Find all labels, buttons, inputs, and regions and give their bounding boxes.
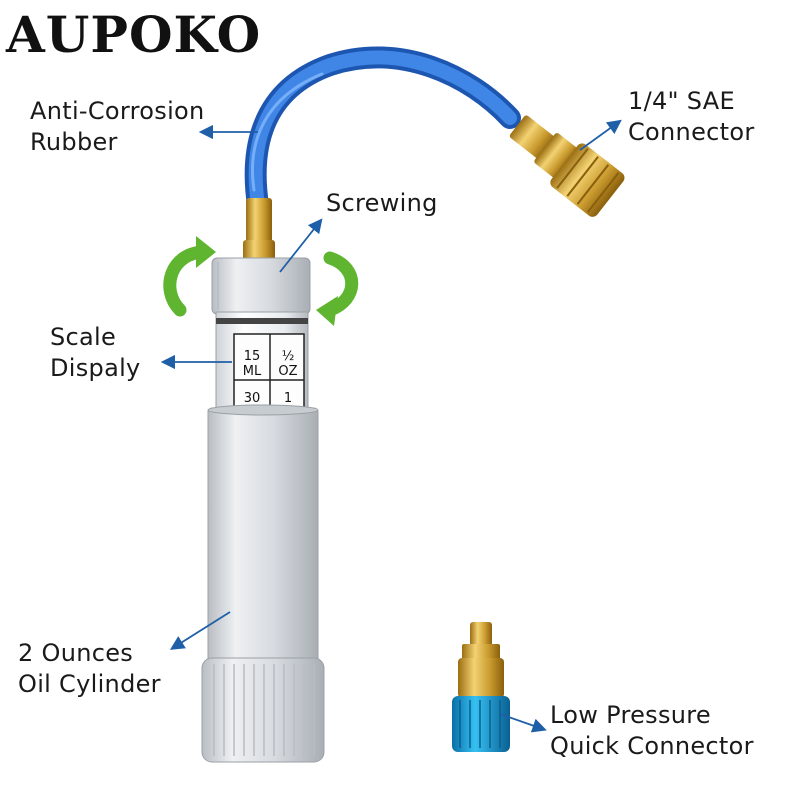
label-quick-line2: Quick Connector	[550, 732, 754, 760]
label-sae-connector: 1/4" SAE Connector	[628, 86, 755, 148]
sae-connector	[509, 115, 625, 217]
rotate-right-arrow-icon	[316, 251, 359, 326]
screw-cap	[211, 257, 311, 315]
scale-oz-2: 1	[284, 391, 292, 406]
scale-oz-unit-1: OZ	[278, 364, 297, 379]
scale-tube	[215, 311, 309, 423]
label-quick-line1: Low Pressure	[550, 701, 711, 729]
bottom-cap	[201, 657, 325, 763]
hose-fitting	[246, 198, 272, 253]
label-screwing-text: Screwing	[326, 189, 438, 217]
label-cylinder-line1: 2 Ounces	[18, 639, 134, 667]
rotate-left-arrow-icon	[163, 236, 216, 317]
scale-ml-unit-1: ML	[243, 364, 262, 379]
label-sae-line2: Connector	[628, 118, 755, 146]
label-oil-cylinder: 2 Ounces Oil Cylinder	[18, 638, 161, 700]
callout-arrow-screwing	[279, 218, 323, 273]
brand-logo: AUPOKO	[6, 8, 261, 62]
label-cylinder-line2: Oil Cylinder	[18, 670, 161, 698]
label-anti-corrosion: Anti-Corrosion Rubber	[30, 96, 205, 158]
quick-connector	[452, 622, 510, 752]
label-scale-line2: Dispaly	[50, 354, 141, 382]
brand-logo-text: AUPOKO	[6, 5, 262, 64]
scale-ml-1: 15	[244, 349, 261, 364]
label-screwing: Screwing	[326, 188, 438, 219]
callout-arrow-sae	[579, 119, 622, 151]
scale-oz-1: ½	[282, 349, 295, 364]
label-scale-display: Scale Dispaly	[50, 322, 141, 384]
callout-arrow-quick	[499, 713, 547, 733]
label-sae-line1: 1/4" SAE	[628, 87, 735, 115]
scale-ml-2: 30	[244, 391, 261, 406]
label-quick-connector: Low Pressure Quick Connector	[550, 700, 754, 762]
label-anti-corrosion-line1: Anti-Corrosion	[30, 97, 205, 125]
oil-cylinder	[207, 404, 319, 671]
callout-arrow-cylinder	[169, 611, 231, 650]
label-scale-line1: Scale	[50, 323, 117, 351]
label-anti-corrosion-line2: Rubber	[30, 128, 118, 156]
